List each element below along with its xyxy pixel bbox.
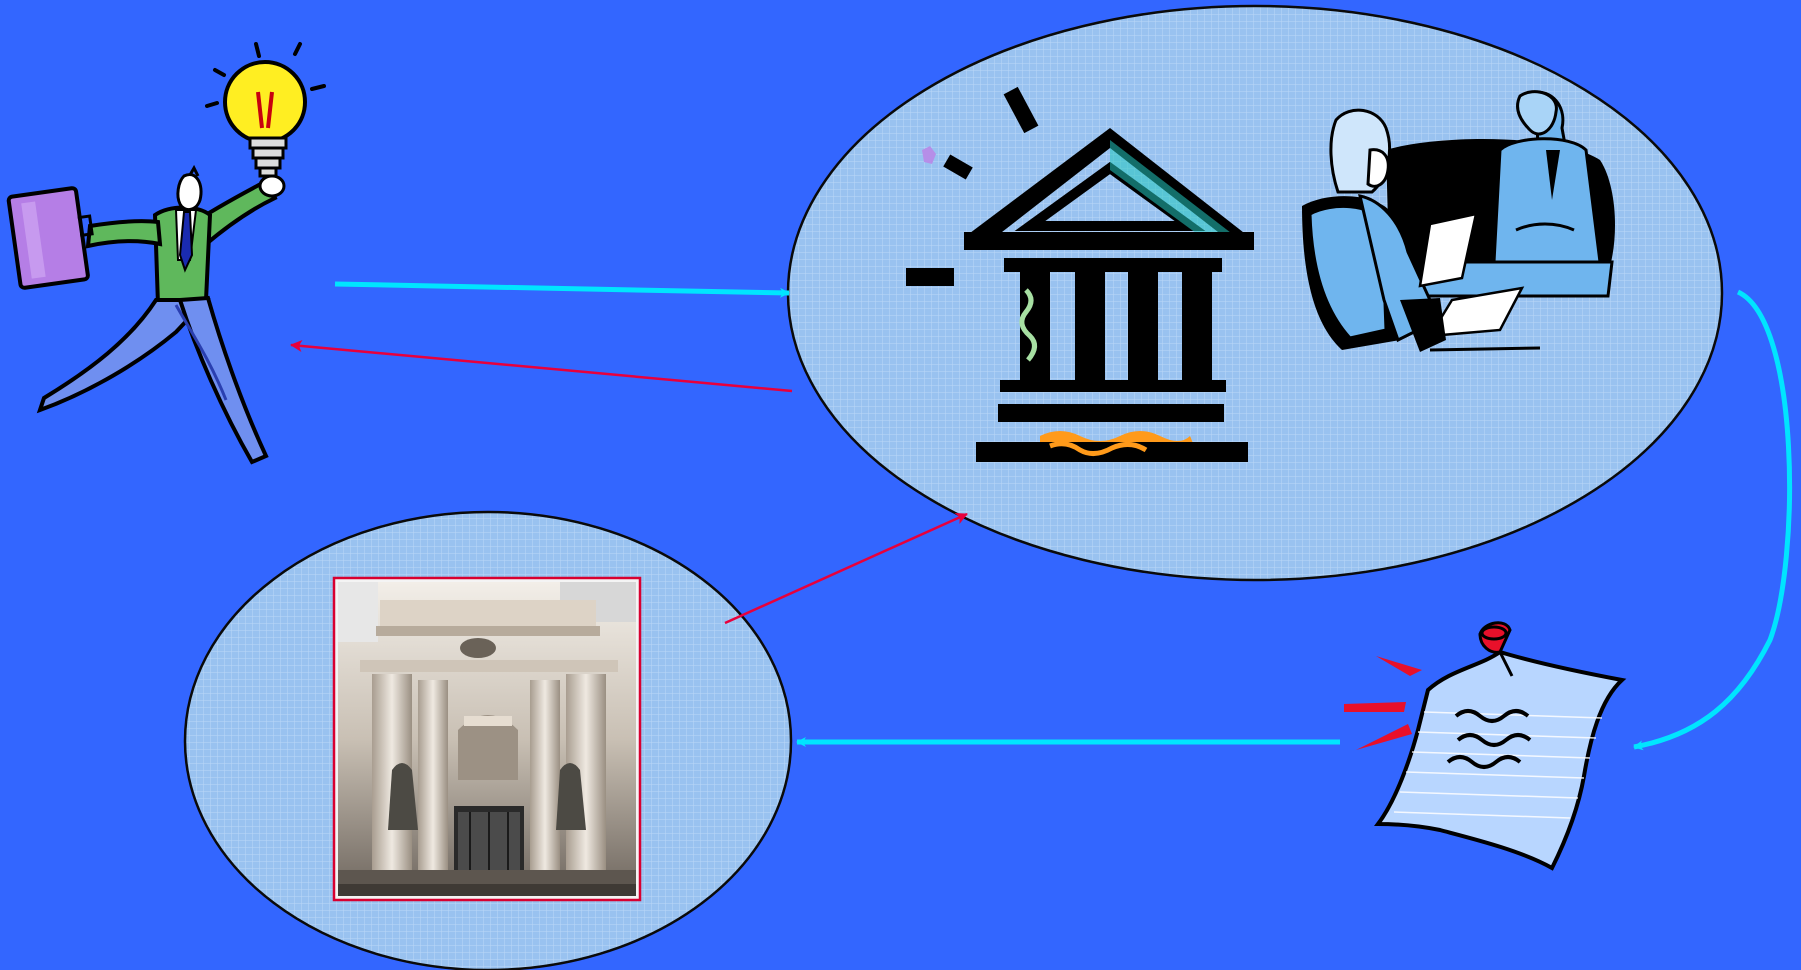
two-women-meeting-at-desk-icon bbox=[1302, 90, 1615, 352]
pinned-memo-note-icon bbox=[1344, 621, 1627, 871]
arrow-entrepreneur-to-bank bbox=[334, 281, 790, 298]
arrow-bank-to-memo bbox=[1633, 289, 1793, 751]
businessman-running-with-lightbulb-icon bbox=[6, 42, 326, 465]
bank-building-columns-icon bbox=[906, 86, 1254, 462]
arrow-bank-to-entrepreneur bbox=[290, 340, 793, 393]
central-bank-facade-photo bbox=[332, 576, 642, 902]
arrow-institution-to-bank bbox=[724, 512, 968, 625]
